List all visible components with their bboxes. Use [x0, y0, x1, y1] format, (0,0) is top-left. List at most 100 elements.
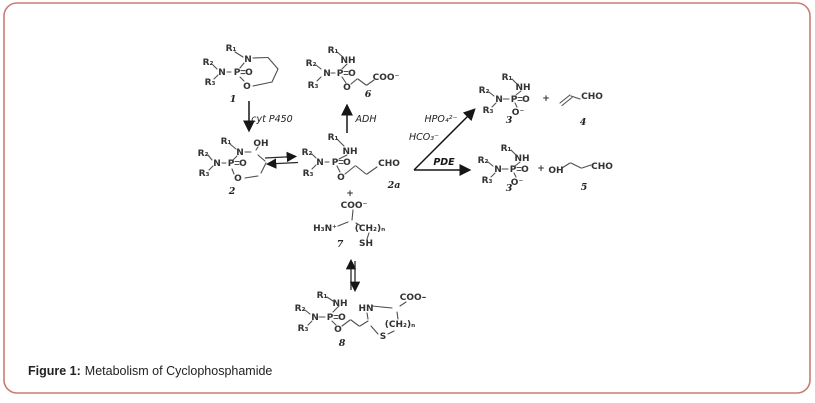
compound-number-6: 6: [365, 89, 372, 100]
atom-label: O: [338, 313, 346, 323]
arrow-cyt-p450: cyt P450: [243, 101, 293, 133]
atom-label: N: [495, 95, 503, 105]
atom-label: R₂: [198, 149, 209, 159]
equilibrium-7-8: [345, 258, 361, 293]
atom-label: R₃: [199, 169, 210, 179]
atom-label: P: [332, 158, 339, 168]
atom-label: R₃: [205, 78, 216, 88]
atom-label: N: [218, 68, 226, 78]
atom-label: CHO: [378, 159, 400, 169]
atom-label: N: [213, 159, 221, 169]
structure-2-bonds: [207, 143, 267, 179]
atom-label: P: [510, 165, 517, 175]
compound-number-1: 1: [230, 94, 237, 105]
figure-caption: Figure 1:Metabolism of Cyclophosphamide: [28, 364, 272, 378]
atom-label: P: [511, 95, 518, 105]
structure-4: CHO 4: [580, 92, 604, 128]
structure-6: R₁ NH R₂ N P O R₃ O COO⁻ 6: [306, 46, 400, 100]
atom-label: OH: [253, 139, 268, 149]
atom-label: COO⁻: [341, 201, 368, 211]
atom-label: (CH₂)ₙ: [385, 320, 415, 330]
atom-label: R₃: [303, 169, 314, 179]
structure-2: R₁ N OH R₂ N P O R₃ O 2: [198, 137, 269, 197]
atom-label: O: [245, 68, 253, 78]
atom-label: R₁: [501, 144, 512, 154]
atom-label: P: [234, 68, 241, 78]
atom-label: O: [521, 165, 529, 175]
atom-label: NH: [515, 83, 530, 93]
atom-label: O: [239, 159, 247, 169]
atom-label: O: [348, 69, 356, 79]
atom-label: N: [494, 165, 502, 175]
atom-label: R₁: [328, 46, 339, 56]
structure-1-bonds: [212, 51, 279, 87]
atom-label: H₃N⁺: [313, 224, 337, 234]
reaction-label-hpo4: HPO₄²⁻: [425, 114, 458, 125]
reaction-label-hco3: HCO₃⁻: [409, 132, 439, 143]
atom-label: P: [337, 69, 344, 79]
atom-label: NH: [514, 154, 529, 164]
reaction-label-pde: PDE: [433, 157, 455, 168]
structure-8-bonds: [304, 296, 407, 335]
atom-label: R₂: [302, 148, 313, 158]
atom-label: NH: [332, 299, 347, 309]
atom-label: R₂: [295, 304, 306, 314]
structure-8: R₁ NH R₂ N P O R₃ O HN S (CH₂)ₙ COO– 8: [295, 291, 427, 349]
figure-caption-label: Figure 1:: [28, 364, 81, 378]
compound-number-5: 5: [581, 182, 588, 193]
structure-5: OH CHO 5: [548, 162, 613, 193]
reaction-label-adh: ADH: [355, 114, 377, 125]
atom-label: O: [343, 83, 351, 93]
atom-label: R₁: [317, 291, 328, 301]
atom-label: N: [244, 55, 252, 65]
compound-number-3: 3: [506, 183, 513, 194]
atom-label: N: [323, 69, 331, 79]
structure-6-bonds: [315, 51, 375, 86]
atom-label: R₃: [483, 106, 494, 116]
atom-label: R₃: [482, 176, 493, 186]
atom-label: R₂: [203, 58, 214, 68]
atom-label: R₁: [226, 44, 237, 54]
atom-label: R₃: [308, 81, 319, 91]
atom-label: CHO: [591, 162, 613, 172]
atom-label: R₂: [479, 86, 490, 96]
structure-1: R₁ N R₂ N P O R₃ O 1: [203, 44, 254, 105]
atom-label: S: [380, 332, 386, 342]
compound-number-4: 4: [580, 117, 587, 128]
atom-label: CHO: [581, 92, 603, 102]
structure-2a-bonds: [311, 138, 378, 175]
structure-7-bonds: [337, 209, 370, 240]
atom-label: R₃: [298, 324, 309, 334]
atom-label: COO–: [400, 293, 427, 303]
atom-label: (CH₂)ₙ: [355, 224, 385, 234]
atom-label: R₁: [328, 133, 339, 143]
atom-label: P: [228, 159, 235, 169]
atom-label: P: [327, 313, 334, 323]
atom-label: O: [243, 82, 251, 92]
compound-number-3: 3: [506, 115, 513, 126]
atom-label: O: [234, 174, 242, 184]
arrow-adh: ADH: [341, 103, 377, 133]
compound-number-2a: 2a: [387, 180, 401, 191]
figure-border: [3, 2, 811, 394]
compound-number-7: 7: [337, 239, 344, 250]
atom-label: O: [522, 95, 530, 105]
compound-number-8: 8: [339, 338, 346, 349]
arrow-hpo4-hco3: HPO₄²⁻ HCO₃⁻: [409, 108, 476, 171]
atom-label: O⁻: [512, 108, 525, 118]
atom-label: O: [337, 173, 345, 183]
atom-label: R₂: [306, 59, 317, 69]
atom-label: R₂: [478, 156, 489, 166]
equilibrium-2-2a: [264, 151, 299, 169]
structure-2a: R₁ NH R₂ N P O R₃ O CHO 2a +: [302, 133, 401, 199]
plus-sign: +: [346, 189, 354, 199]
plus-sign: +: [542, 94, 550, 104]
atom-label: COO⁻: [373, 73, 400, 83]
atom-label: NH: [342, 147, 357, 157]
atom-label: O⁻: [511, 178, 524, 188]
compound-number-2: 2: [228, 186, 236, 197]
structure-3-top: R₁ NH R₂ N P O R₃ O⁻ 3 +: [479, 73, 550, 126]
atom-label: R₁: [221, 137, 232, 147]
atom-label: OH: [548, 166, 563, 176]
